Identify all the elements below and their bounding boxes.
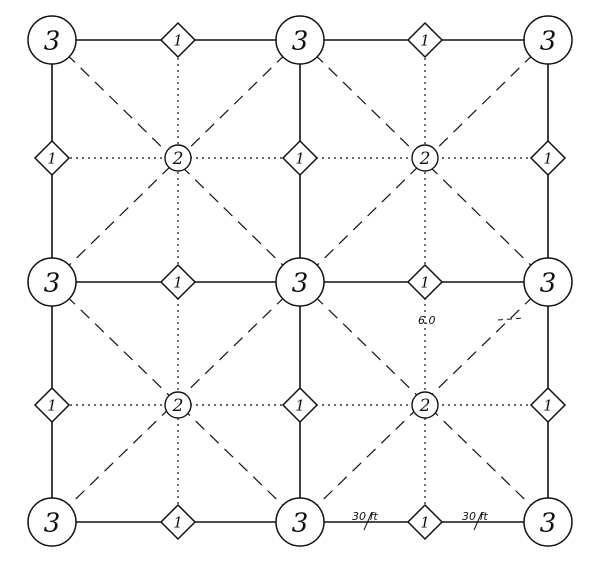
dashed-diagonal bbox=[299, 39, 549, 283]
small-circle-shape bbox=[164, 144, 192, 172]
diamond-shape bbox=[159, 503, 197, 541]
node-diamond: 1 bbox=[406, 503, 444, 541]
node-label: 3 bbox=[44, 508, 61, 538]
dashed-diagonal bbox=[299, 39, 549, 283]
node-diamond: 1 bbox=[159, 503, 197, 541]
node-diamond: 1 bbox=[159, 21, 197, 59]
diamond-shape bbox=[406, 503, 444, 541]
spacing-label-30ft-left: 30 ft bbox=[352, 510, 378, 523]
node-label: 3 bbox=[540, 268, 557, 298]
node-label: 1 bbox=[173, 273, 183, 291]
large-circle-shape bbox=[275, 257, 325, 307]
dashed-diagonal bbox=[51, 281, 301, 523]
dash-mark bbox=[497, 317, 526, 321]
node-small-circle: 2 bbox=[411, 144, 439, 172]
diamond-shape bbox=[33, 386, 71, 424]
small-circle-shape bbox=[411, 391, 439, 419]
node-label: 1 bbox=[420, 273, 430, 291]
dashed-diagonal bbox=[51, 39, 301, 283]
node-label: 3 bbox=[540, 26, 557, 56]
node-label: 2 bbox=[172, 396, 184, 416]
node-label: 1 bbox=[47, 149, 57, 167]
node-diamond: 1 bbox=[33, 386, 71, 424]
node-diamond: 1 bbox=[406, 21, 444, 59]
node-label: 1 bbox=[543, 149, 553, 167]
node-diamond: 1 bbox=[33, 139, 71, 177]
node-large-circle: 3 bbox=[275, 15, 325, 65]
node-diamond: 1 bbox=[281, 386, 319, 424]
node-small-circle: 2 bbox=[164, 391, 192, 419]
diamond-shape bbox=[33, 139, 71, 177]
large-circle-shape bbox=[27, 497, 77, 547]
large-circle-shape bbox=[27, 15, 77, 65]
node-large-circle: 3 bbox=[523, 15, 573, 65]
annotations: 6.0 30 ft 30 ft bbox=[352, 314, 526, 531]
node-large-circle: 3 bbox=[27, 15, 77, 65]
node-diamond: 1 bbox=[529, 386, 567, 424]
node-label: 1 bbox=[543, 396, 553, 414]
node-label: 2 bbox=[172, 149, 184, 169]
node-label: 2 bbox=[419, 149, 431, 169]
dashed-diagonal bbox=[299, 281, 549, 523]
node-diamond: 1 bbox=[406, 263, 444, 301]
node-label: 3 bbox=[44, 268, 61, 298]
diamond-shape bbox=[529, 386, 567, 424]
node-label: 2 bbox=[419, 396, 431, 416]
node-label: 3 bbox=[540, 508, 557, 538]
tick-mark bbox=[363, 511, 373, 531]
node-large-circle: 3 bbox=[275, 257, 325, 307]
node-label: 3 bbox=[292, 26, 309, 56]
node-label: 1 bbox=[47, 396, 57, 414]
node-large-circle: 3 bbox=[275, 497, 325, 547]
diamond-shape bbox=[281, 139, 319, 177]
tick-mark bbox=[473, 511, 483, 531]
node-small-circle: 2 bbox=[411, 391, 439, 419]
node-label: 1 bbox=[173, 513, 183, 531]
diamond-shape bbox=[406, 21, 444, 59]
node-diamond: 1 bbox=[529, 139, 567, 177]
large-circle-shape bbox=[523, 257, 573, 307]
diamond-shape bbox=[159, 21, 197, 59]
node-label: 3 bbox=[44, 26, 61, 56]
small-circle-shape bbox=[164, 391, 192, 419]
node-large-circle: 3 bbox=[523, 497, 573, 547]
diamond-shape bbox=[281, 386, 319, 424]
node-label: 1 bbox=[420, 31, 430, 49]
node-diamond: 1 bbox=[281, 139, 319, 177]
dashed-diagonal bbox=[299, 281, 549, 523]
node-label: 1 bbox=[173, 31, 183, 49]
node-label: 1 bbox=[420, 513, 430, 531]
node-label: 3 bbox=[292, 268, 309, 298]
dashed-diagonal bbox=[51, 281, 301, 523]
node-large-circle: 3 bbox=[523, 257, 573, 307]
small-circle-shape bbox=[411, 144, 439, 172]
node-diamond: 1 bbox=[159, 263, 197, 301]
node-large-circle: 3 bbox=[27, 257, 77, 307]
node-label: 1 bbox=[295, 149, 305, 167]
large-circle-shape bbox=[275, 497, 325, 547]
spacing-label-6-0: 6.0 bbox=[418, 314, 436, 327]
node-large-circle: 3 bbox=[27, 497, 77, 547]
large-circle-shape bbox=[523, 15, 573, 65]
node-label: 1 bbox=[295, 396, 305, 414]
large-circle-shape bbox=[27, 257, 77, 307]
spacing-label-30ft-right: 30 ft bbox=[462, 510, 488, 523]
large-circle-shape bbox=[275, 15, 325, 65]
diamond-shape bbox=[406, 263, 444, 301]
dashed-diagonal bbox=[51, 39, 301, 283]
large-circle-shape bbox=[523, 497, 573, 547]
diamond-shape bbox=[159, 263, 197, 301]
grid-nodes: 3 1 3 1 3 1 2 1 2 1 3 1 3 1 3 1 2 1 2 1 3 1 3 1 3 bbox=[27, 15, 573, 547]
diamond-shape bbox=[529, 139, 567, 177]
node-label: 3 bbox=[292, 508, 309, 538]
node-small-circle: 2 bbox=[164, 144, 192, 172]
